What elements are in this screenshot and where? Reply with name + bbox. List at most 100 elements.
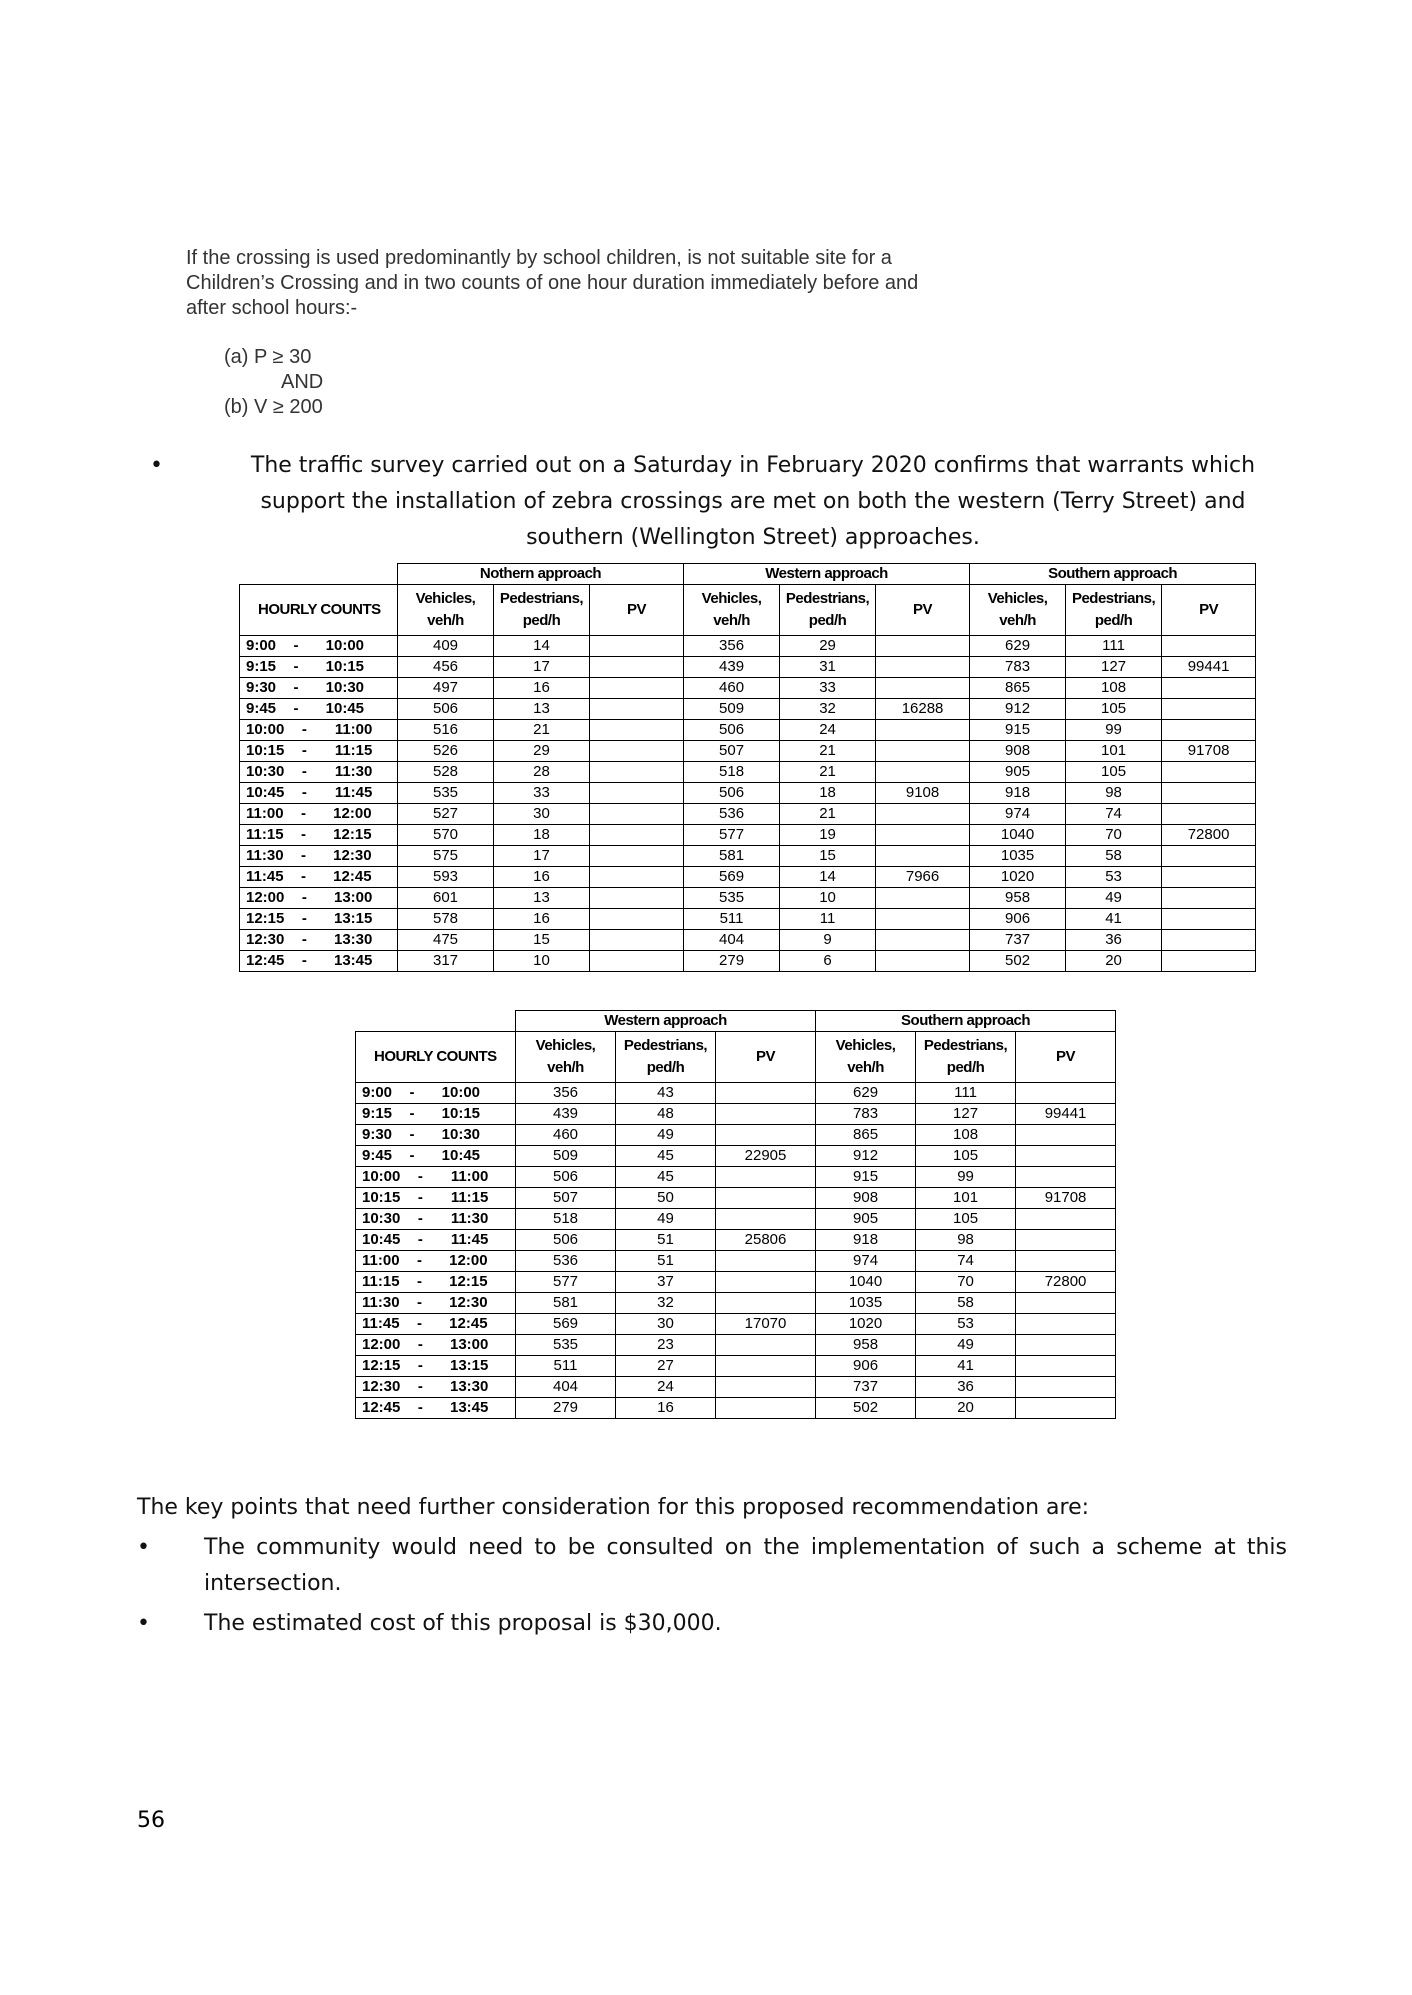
time-to: 13:15 xyxy=(450,1357,489,1374)
count-cell-w-pv xyxy=(875,719,971,741)
count-cell-s-pv xyxy=(1161,866,1257,888)
list-item-text: The community would need to be consulted… xyxy=(204,1535,1287,1596)
bullet-icon: • xyxy=(137,1535,150,1560)
time-to: 10:15 xyxy=(441,1105,481,1122)
time-separator: - xyxy=(409,1084,415,1101)
count-cell-w-p: 30 xyxy=(615,1313,716,1335)
count-cell-w-v: 460 xyxy=(515,1124,616,1146)
time-to: 12:00 xyxy=(449,1252,488,1269)
group-header: Nothern approach xyxy=(396,563,685,585)
time-from: 10:15 xyxy=(362,1189,401,1206)
count-cell-s-p: 111 xyxy=(1065,635,1163,657)
time-to: 13:30 xyxy=(334,931,373,948)
count-cell-w-pv xyxy=(714,1208,817,1230)
count-cell-s-p: 111 xyxy=(915,1082,1017,1104)
count-cell-n-p: 13 xyxy=(493,887,590,909)
count-cell-w-pv: 9108 xyxy=(875,782,971,804)
time-from: 10:00 xyxy=(246,721,285,738)
count-cell-w-pv xyxy=(714,1292,817,1314)
count-cell-s-p: 127 xyxy=(915,1103,1017,1125)
time-separator: - xyxy=(417,1252,423,1269)
time-from: 10:30 xyxy=(246,763,285,780)
count-cell-s-p: 70 xyxy=(915,1271,1017,1293)
count-cell-s-pv xyxy=(1015,1313,1117,1335)
count-cell-w-v: 577 xyxy=(515,1271,616,1293)
count-cell-w-v: 506 xyxy=(683,782,781,804)
list-item: • The estimated cost of this proposal is… xyxy=(137,1606,1287,1642)
time-from: 9:15 xyxy=(246,658,277,675)
time-range-cell: 12:45-13:45 xyxy=(355,1397,516,1419)
col-header-pedestrians: Pedestrians, ped/h xyxy=(615,1031,716,1083)
count-cell-s-pv xyxy=(1015,1376,1117,1398)
count-cell-s-v: 1040 xyxy=(969,824,1067,846)
hourly-counts-header: HOURLY COUNTS xyxy=(239,584,398,636)
time-from: 12:00 xyxy=(246,889,285,906)
count-cell-w-p: 50 xyxy=(615,1187,716,1209)
count-cell-s-v: 905 xyxy=(969,761,1067,783)
count-cell-w-p: 48 xyxy=(615,1103,716,1125)
count-cell-w-pv: 22905 xyxy=(714,1145,817,1167)
count-cell-n-pv xyxy=(588,866,685,888)
time-separator: - xyxy=(417,1357,423,1374)
count-cell-s-p: 74 xyxy=(915,1250,1017,1272)
col-header-vehicles: Vehicles, veh/h xyxy=(515,1031,616,1083)
time-from: 11:30 xyxy=(246,847,284,864)
count-cell-n-v: 593 xyxy=(397,866,494,888)
count-cell-n-p: 14 xyxy=(493,635,590,657)
time-from: 9:00 xyxy=(246,637,277,654)
count-cell-s-v: 905 xyxy=(815,1208,917,1230)
time-from: 12:30 xyxy=(246,931,285,948)
time-to: 13:45 xyxy=(450,1399,489,1416)
time-range-cell: 11:00-12:00 xyxy=(355,1250,516,1272)
col-header-pv: PV xyxy=(1015,1031,1117,1083)
time-to: 10:45 xyxy=(325,700,365,717)
count-cell-n-p: 18 xyxy=(493,824,590,846)
count-cell-s-pv xyxy=(1161,908,1257,930)
condition-and: AND xyxy=(281,371,324,393)
count-cell-w-p: 21 xyxy=(779,761,877,783)
warrant-quote: If the crossing is used predominantly by… xyxy=(186,247,919,319)
time-separator: - xyxy=(409,1126,415,1143)
count-cell-w-pv xyxy=(875,761,971,783)
page-number: 56 xyxy=(137,1808,165,1833)
time-range-cell: 12:15-13:15 xyxy=(239,908,398,930)
col-header-vehicles: Vehicles, veh/h xyxy=(397,584,494,636)
count-cell-w-v: 404 xyxy=(683,929,781,951)
count-cell-s-p: 99 xyxy=(915,1166,1017,1188)
time-from: 12:45 xyxy=(246,952,285,969)
col-header-pedestrians: Pedestrians, ped/h xyxy=(493,584,590,636)
time-to: 11:15 xyxy=(334,742,373,759)
count-cell-s-pv xyxy=(1161,782,1257,804)
count-cell-w-v: 536 xyxy=(515,1250,616,1272)
key-points-intro: The key points that need further conside… xyxy=(137,1495,1090,1520)
time-to: 11:30 xyxy=(450,1210,489,1227)
count-cell-w-p: 21 xyxy=(779,803,877,825)
count-cell-s-pv xyxy=(1015,1124,1117,1146)
survey-text: The traffic survey carried out on a Satu… xyxy=(250,453,1256,550)
count-cell-n-pv xyxy=(588,677,685,699)
count-cell-s-p: 41 xyxy=(915,1355,1017,1377)
time-to: 12:45 xyxy=(449,1315,488,1332)
count-cell-w-v: 507 xyxy=(515,1187,616,1209)
time-separator: - xyxy=(301,742,307,759)
count-cell-s-v: 906 xyxy=(815,1355,917,1377)
time-to: 12:00 xyxy=(333,805,372,822)
time-range-cell: 10:30-11:30 xyxy=(239,761,398,783)
count-cell-w-p: 23 xyxy=(615,1334,716,1356)
time-range-cell: 12:30-13:30 xyxy=(355,1376,516,1398)
time-separator: - xyxy=(301,931,307,948)
col-header-pv: PV xyxy=(588,584,685,636)
time-from: 12:30 xyxy=(362,1378,401,1395)
count-cell-n-p: 21 xyxy=(493,719,590,741)
time-range-cell: 11:30-12:30 xyxy=(355,1292,516,1314)
time-to: 10:30 xyxy=(325,679,365,696)
count-cell-s-v: 502 xyxy=(969,950,1067,972)
